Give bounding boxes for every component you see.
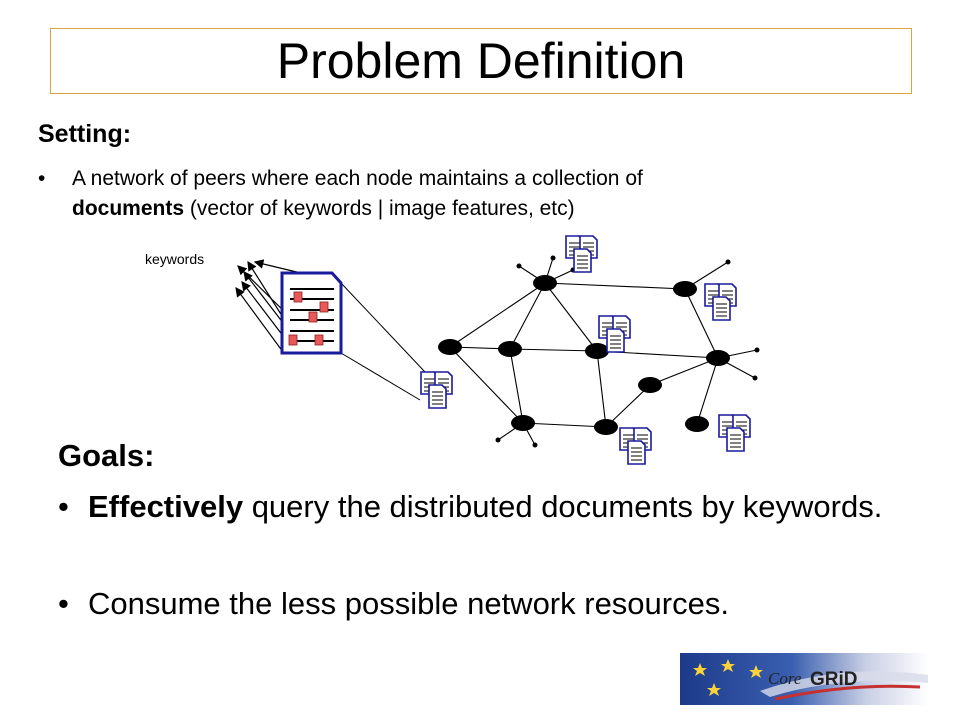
network-edge [522, 422, 607, 428]
peer-node [533, 275, 557, 291]
bullet-dot: • [58, 489, 69, 524]
coregrid-logo-icon: Core GRiD [680, 653, 928, 705]
peer-node [638, 377, 662, 393]
network-edge [696, 357, 719, 425]
setting-bullet-text: A network of peers where each node maint… [72, 164, 960, 224]
network-edge [649, 357, 719, 386]
zoom-line [340, 352, 421, 401]
document-collection-icon [565, 235, 598, 273]
leaf-dot [752, 375, 758, 381]
logo-graphic: Core GRiD [680, 653, 928, 705]
network-edge [544, 282, 686, 290]
peer-node [498, 341, 522, 357]
network-edge [449, 282, 546, 348]
leaf-dot [550, 255, 556, 261]
setting-bold-word: documents [72, 197, 185, 220]
network-nodes [438, 275, 730, 435]
document-collection-icon [704, 283, 737, 321]
keyword-arrow [235, 287, 284, 353]
title-box: Problem Definition [50, 28, 912, 94]
network-edge [605, 384, 651, 428]
leaf-dots [495, 255, 760, 448]
leaf-dot [754, 347, 760, 353]
network-edges [449, 257, 758, 446]
network-edge [684, 288, 719, 359]
page-title: Problem Definition [276, 33, 686, 89]
svg-text:Core: Core [768, 669, 802, 688]
peer-node [594, 419, 618, 435]
keyword-marker [293, 291, 303, 303]
setting-heading: Setting: [38, 120, 132, 148]
keywords-label: keywords [145, 251, 204, 267]
goal-bold: Effectively [88, 489, 244, 524]
keyword-marker [319, 301, 329, 313]
bullet-dot: • [38, 167, 46, 190]
network-edge [449, 346, 524, 424]
keyword-marker [288, 334, 298, 346]
setting-line1: A network of peers where each node maint… [72, 167, 643, 190]
leaf-dot [516, 263, 522, 269]
network-edge [509, 348, 524, 424]
zoom-lines [340, 282, 426, 401]
bullet-dot: • [58, 586, 69, 621]
goal-text: Consume the less possible network resour… [88, 587, 938, 621]
network-edge [509, 282, 546, 350]
document-collection-icon [619, 427, 652, 465]
setting-line2: (vector of keywords | image features, et… [184, 197, 575, 220]
large-document-icon [280, 271, 343, 355]
leaf-dot [495, 437, 501, 443]
goal-text: Effectively query the distributed docume… [88, 490, 938, 524]
peer-node [706, 350, 730, 366]
peer-node [511, 415, 535, 431]
network-edge [596, 350, 607, 428]
network-edge [544, 282, 598, 352]
goals-heading: Goals: [58, 438, 155, 473]
document-collection-icon [420, 371, 453, 409]
goal-rest: Consume the less possible network resour… [88, 586, 729, 621]
peer-node [685, 416, 709, 432]
zoom-line [340, 282, 426, 373]
svg-text:GRiD: GRiD [810, 669, 858, 690]
keyword-arrow [243, 271, 288, 329]
peer-node [438, 339, 462, 355]
keyword-marker [308, 311, 318, 323]
peer-node [673, 281, 697, 297]
goal-rest: query the distributed documents by keywo… [243, 489, 883, 524]
leaf-dot [725, 259, 731, 265]
keyword-marker [314, 334, 324, 346]
network-edge [509, 348, 598, 352]
document-collection-icon [718, 414, 751, 452]
peer-node [585, 343, 609, 359]
leaf-dot [532, 442, 538, 448]
